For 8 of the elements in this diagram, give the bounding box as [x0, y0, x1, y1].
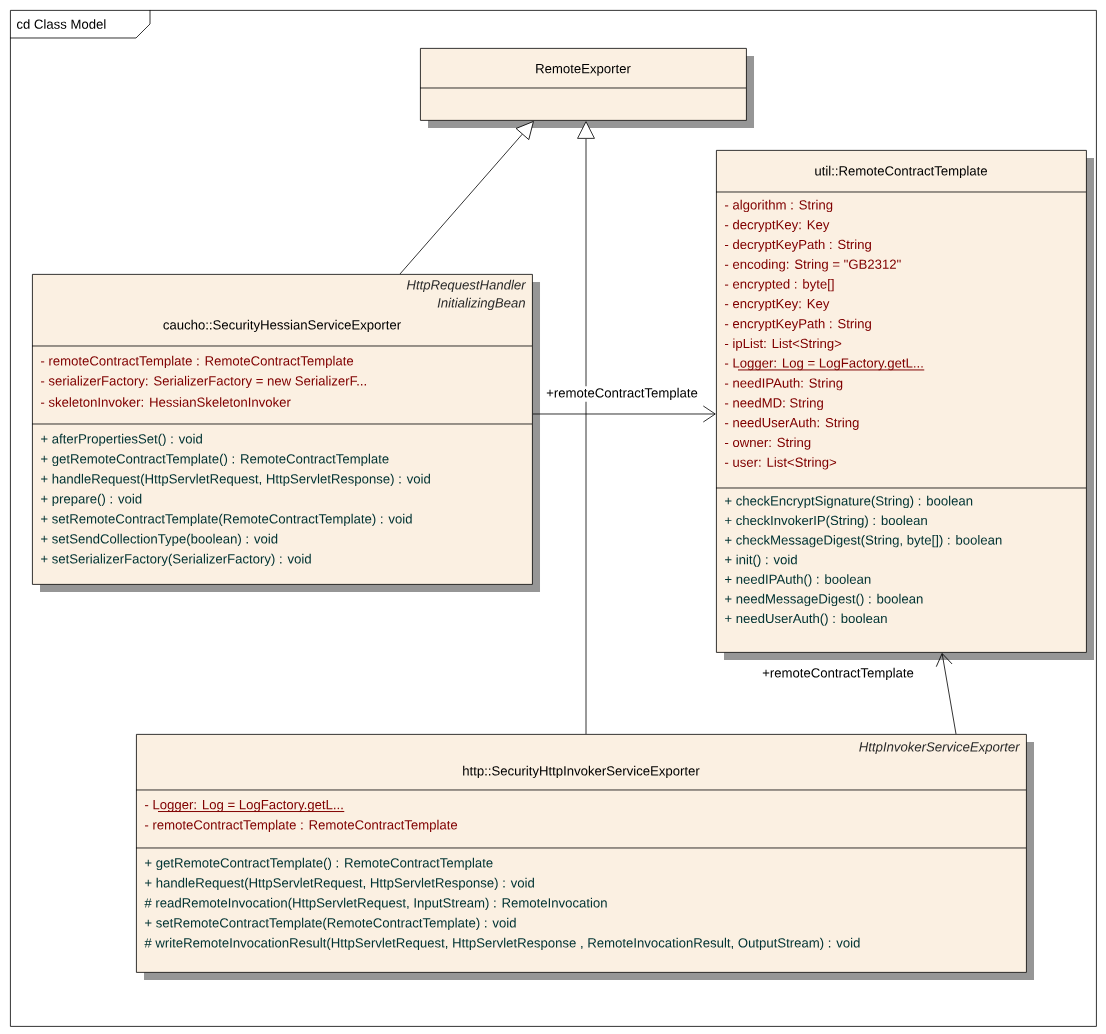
- generalization-arrow: [577, 121, 595, 735]
- class-box: [31, 274, 540, 592]
- class-box: [419, 48, 754, 128]
- class-box: [135, 734, 1034, 980]
- generalization-arrow: [399, 121, 534, 275]
- association-arrow: [532, 405, 716, 423]
- class-box: [715, 150, 1094, 660]
- association-arrow: [935, 653, 957, 735]
